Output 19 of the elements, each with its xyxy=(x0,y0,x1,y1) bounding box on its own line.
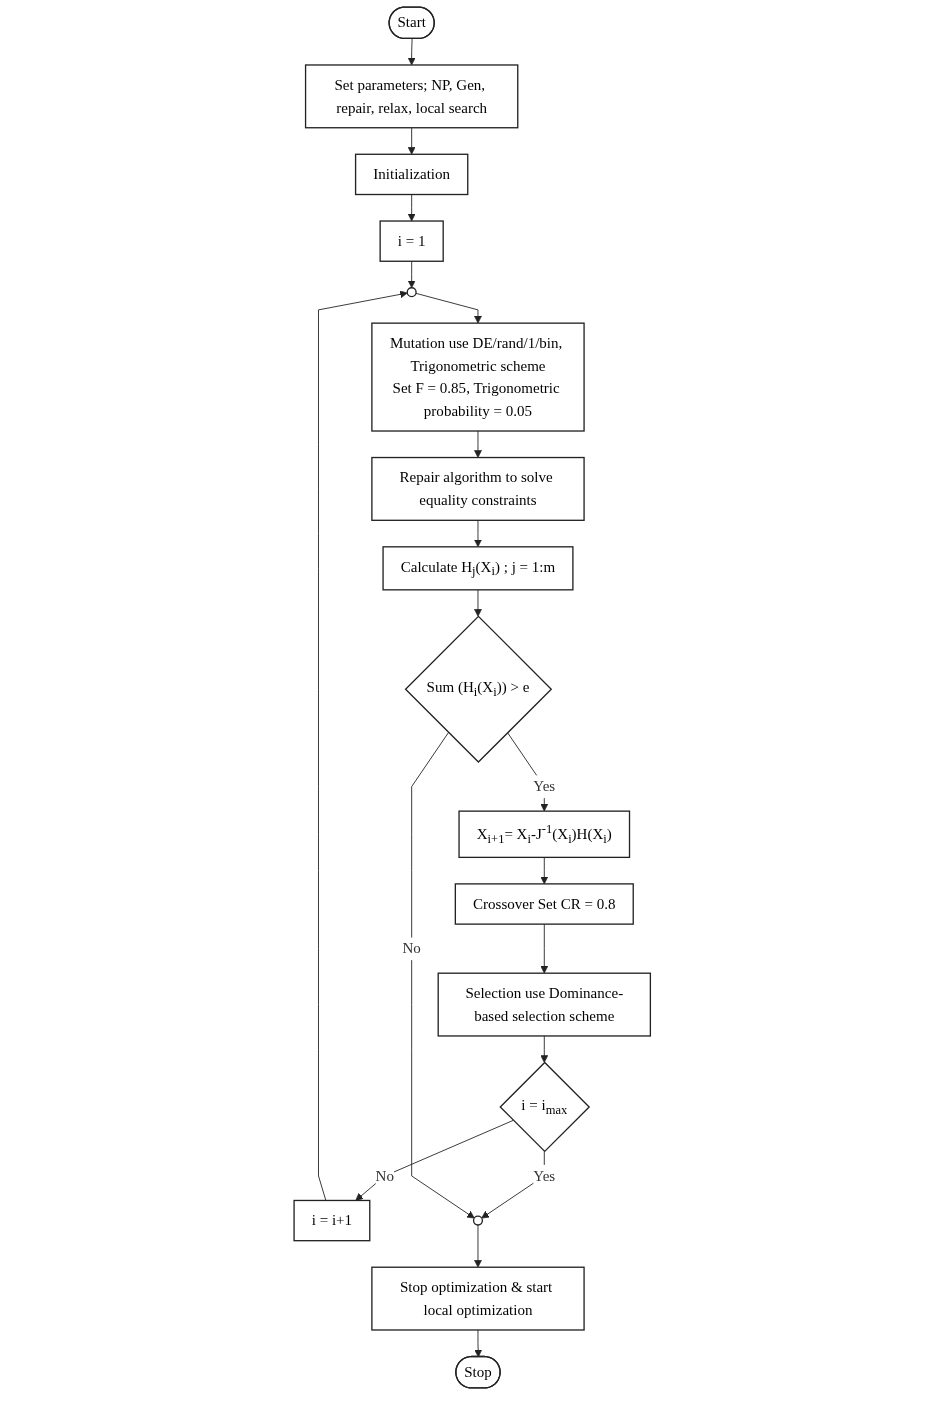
node-box: i = i+1 xyxy=(293,1199,371,1242)
node-box: i = 1 xyxy=(379,220,445,262)
edge-label: Yes xyxy=(533,1167,556,1185)
edge-label: Yes xyxy=(533,777,556,795)
node-diamond: Sum (H$_{i}$(X$_{i}$)) > e xyxy=(404,615,553,763)
node-box: Stop optimization & start local optimization xyxy=(371,1266,585,1331)
node-box: X$_{i+1}$= X$_{i}$-J$^{-1}$(X$_{i}$)H(X$_{i}$) xyxy=(458,810,631,859)
node-box: Crossover Set CR = 0.8 xyxy=(454,883,635,925)
node-box: Set parameters; NP, Gen, repair, relax, local search xyxy=(305,64,519,129)
node-box: Initialization xyxy=(355,153,469,196)
node-circle xyxy=(473,1215,484,1226)
node-box: Calculate H$_{j}$(X$_{i}$) ; j = 1:m xyxy=(382,546,574,591)
node-circle xyxy=(406,287,417,298)
node-box: Selection use Dominance-based selection scheme xyxy=(437,972,652,1037)
edge-label: No xyxy=(402,940,422,957)
edge-label: No xyxy=(375,1167,395,1185)
node-box: Repair algorithm to solve equality constraints xyxy=(371,456,585,521)
node-box: Mutation use DE/rand/1/bin, Trigonometric scheme Set F = 0.85, Trigonometric probability = 0.05 xyxy=(371,322,585,432)
node-diamond: i = i$_{max}$ xyxy=(499,1061,591,1153)
